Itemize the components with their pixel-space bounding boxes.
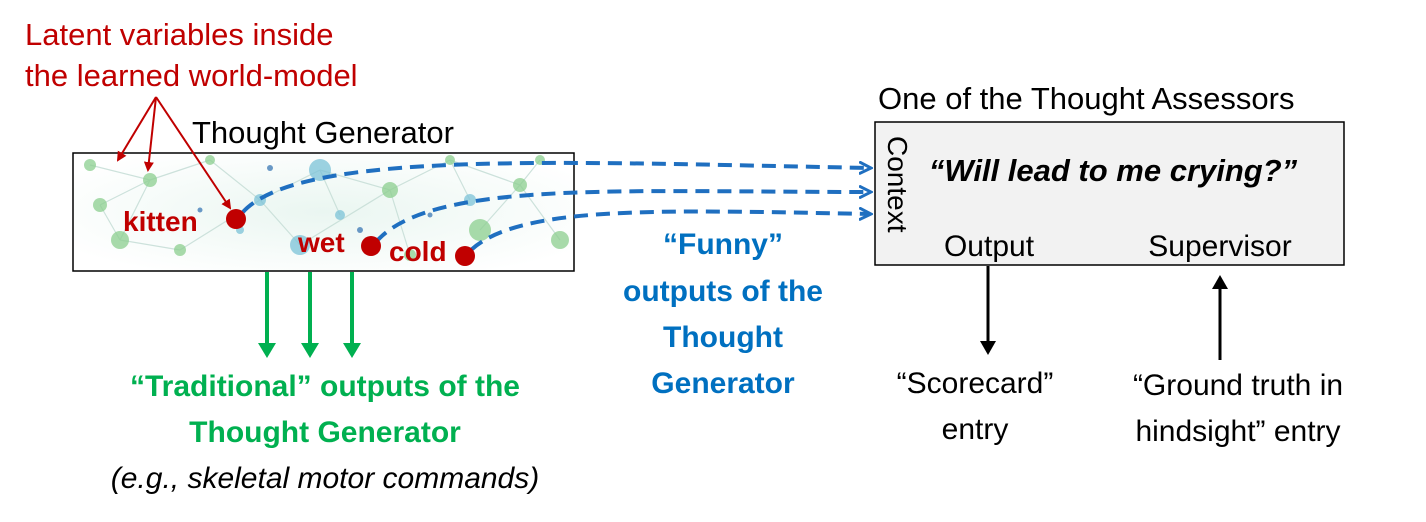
traditional-output-arrows: [258, 272, 361, 358]
traditional-line2: Thought Generator: [189, 416, 461, 449]
funny-arrow-kitten: [241, 163, 870, 214]
output-arrow: [980, 266, 996, 355]
cold-node: [455, 246, 475, 266]
thought-assessor-box: Context “Will lead to me crying?” Output…: [874, 121, 1345, 266]
latent-label-line2: the learned world-model: [25, 58, 358, 93]
funny-line1: “Funny”: [663, 228, 783, 261]
funny-arrow-wet: [374, 191, 870, 244]
scorecard-line1: “Scorecard”: [897, 367, 1054, 400]
latent-pointer-arrows: [116, 96, 232, 210]
funny-arrow-cold: [469, 212, 870, 252]
latent-nodes: kitten wet cold: [123, 206, 475, 267]
latent-arrow-3: [155, 96, 232, 210]
kitten-node-label: kitten: [123, 206, 198, 237]
funny-line2: outputs of the: [623, 275, 823, 308]
latent-arrow-1: [116, 96, 157, 162]
wet-node: [361, 236, 381, 256]
ground-truth-line2: hindsight” entry: [1135, 415, 1340, 448]
latent-variables-label: Latent variables inside the learned worl…: [25, 17, 358, 93]
scorecard-entry-label: “Scorecard” entry: [897, 367, 1054, 446]
scorecard-line2: entry: [942, 413, 1009, 446]
latent-label-line1: Latent variables inside: [25, 17, 333, 52]
funny-outputs-label: “Funny” outputs of the Thought Generator: [623, 228, 823, 400]
latent-arrow-2: [143, 96, 157, 172]
thought-generator-box: [72, 152, 575, 272]
supervisor-arrow: [1212, 275, 1228, 360]
cold-node-label: cold: [389, 236, 447, 267]
funny-line4: Generator: [651, 367, 795, 400]
output-label: Output: [944, 230, 1035, 263]
funny-line3: Thought: [663, 321, 783, 354]
thought-generator-title: Thought Generator: [192, 115, 454, 150]
assessor-question: “Will lead to me crying?”: [929, 153, 1298, 188]
funny-output-arrows: [241, 163, 870, 252]
ground-truth-entry-label: “Ground truth in hindsight” entry: [1133, 369, 1343, 448]
wet-node-label: wet: [297, 227, 345, 258]
context-label: Context: [882, 136, 913, 233]
supervisor-label: Supervisor: [1148, 230, 1291, 263]
traditional-line3: (e.g., skeletal motor commands): [111, 462, 539, 495]
traditional-outputs-label: “Traditional” outputs of the Thought Gen…: [111, 370, 539, 495]
thought-assessor-title: One of the Thought Assessors: [878, 81, 1294, 116]
kitten-node: [226, 209, 246, 229]
ground-truth-line1: “Ground truth in: [1133, 369, 1343, 402]
traditional-line1: “Traditional” outputs of the: [130, 370, 520, 403]
